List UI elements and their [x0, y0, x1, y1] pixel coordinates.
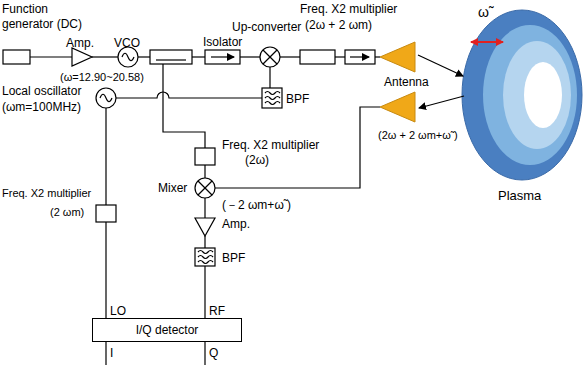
label: Function generator (DC): [2, 2, 92, 32]
multiplier-symbol: [195, 148, 215, 165]
label: Plasma: [498, 188, 541, 204]
multiplier-symbol: [96, 205, 116, 222]
label: VCO: [114, 36, 140, 51]
label: I: [110, 346, 113, 361]
label: Mixer: [158, 181, 187, 196]
filter-symbol: [262, 88, 282, 108]
label: (2 ωm): [50, 205, 84, 219]
isolator-symbol: [345, 50, 375, 64]
isolator-symbol: [205, 50, 240, 64]
mixer-symbol: [260, 47, 280, 67]
label: Up-converter: [232, 20, 301, 35]
label: Isolator: [203, 35, 242, 50]
label: Antenna: [384, 75, 429, 90]
plasma: [462, 10, 582, 180]
label: BPF: [222, 251, 245, 266]
amplifier-symbol: [195, 218, 215, 236]
coupler-symbol: [150, 50, 192, 64]
label: BPF: [286, 92, 309, 107]
label: ω̃: [478, 4, 489, 21]
box-label: I/Q detector: [136, 323, 199, 337]
detector-box: I/Q detector: [92, 318, 242, 342]
amplifier-symbol: [72, 48, 92, 66]
label: Amp.: [222, 217, 250, 232]
fluctuation-arrow: [471, 41, 503, 43]
label: (2ω + 2 ωm+ω̃ ): [378, 128, 458, 142]
label: (－2 ωm+ω̃ ): [222, 198, 291, 213]
label: Amp.: [66, 36, 94, 51]
label: (2ω + 2 ωm): [305, 18, 372, 33]
label: (2ω): [245, 153, 269, 168]
label: Freq. X2 multiplier: [300, 2, 397, 17]
filter-symbol: [195, 248, 215, 266]
label: Local oscillator: [2, 84, 81, 99]
label: Q: [209, 346, 218, 361]
label: Freq. X2 multiplier: [222, 138, 319, 153]
horn-antenna: [380, 92, 415, 122]
label: (ω=12.90~20.58): [60, 70, 144, 84]
label: RF: [209, 304, 225, 319]
label: LO: [110, 304, 126, 319]
horn-antenna: [380, 42, 415, 72]
multiplier-symbol: [300, 50, 335, 64]
label: (ωm=100MHz): [2, 100, 81, 115]
oscillator-symbol: [96, 88, 116, 108]
label: Freq. X2 multiplier: [2, 186, 91, 200]
generator-box: [3, 50, 30, 64]
mixer-symbol: [195, 178, 215, 198]
